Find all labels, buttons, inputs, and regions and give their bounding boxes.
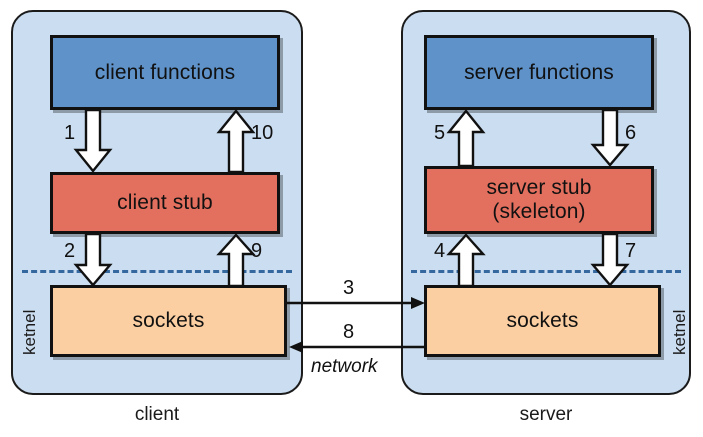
- client-sockets-label: sockets: [132, 309, 205, 333]
- server-stub-box[interactable]: server stub (skeleton): [424, 166, 654, 234]
- step-label-9: 9: [251, 240, 263, 262]
- client-stub-label: client stub: [117, 191, 213, 215]
- step-label-10: 10: [251, 122, 274, 144]
- server-functions-box[interactable]: server functions: [424, 35, 654, 110]
- arrow-server-step-7: [590, 232, 630, 287]
- server-kernel-boundary: [411, 270, 681, 273]
- client-caption: client: [134, 404, 180, 425]
- network-arrow-step-8: [287, 330, 427, 366]
- network-label: network: [311, 356, 378, 377]
- server-caption: server: [519, 404, 573, 425]
- server-kernel-label: ketnel: [670, 309, 689, 355]
- client-stub-box[interactable]: client stub: [50, 172, 280, 234]
- client-functions-label: client functions: [94, 60, 236, 84]
- server-stub-label-line2: (skeleton): [492, 200, 586, 223]
- step-label-7: 7: [625, 240, 637, 262]
- step-label-4: 4: [434, 240, 446, 262]
- arrow-client-step-1: [73, 108, 113, 173]
- network-arrow-step-3: [287, 286, 427, 322]
- step-label-8: 8: [343, 321, 355, 343]
- server-functions-label: server functions: [464, 60, 614, 84]
- step-label-5: 5: [434, 122, 446, 144]
- client-sockets-box[interactable]: sockets: [50, 285, 287, 357]
- arrow-client-step-10: [216, 109, 256, 174]
- server-sockets-box[interactable]: sockets: [424, 285, 661, 357]
- step-label-6: 6: [625, 122, 637, 144]
- server-stub-label-line1: server stub: [486, 176, 592, 200]
- client-kernel-label: ketnel: [20, 309, 39, 355]
- arrow-server-step-4: [446, 233, 486, 288]
- client-functions-box[interactable]: client functions: [50, 35, 280, 110]
- server-sockets-label: sockets: [506, 309, 579, 333]
- arrow-server-step-5: [446, 109, 486, 168]
- arrow-client-step-9: [216, 233, 256, 288]
- step-label-2: 2: [64, 240, 76, 262]
- arrow-client-step-2: [73, 232, 113, 287]
- arrow-server-step-6: [590, 108, 630, 167]
- step-label-3: 3: [343, 277, 355, 299]
- client-kernel-boundary: [22, 270, 292, 273]
- step-label-1: 1: [64, 122, 76, 144]
